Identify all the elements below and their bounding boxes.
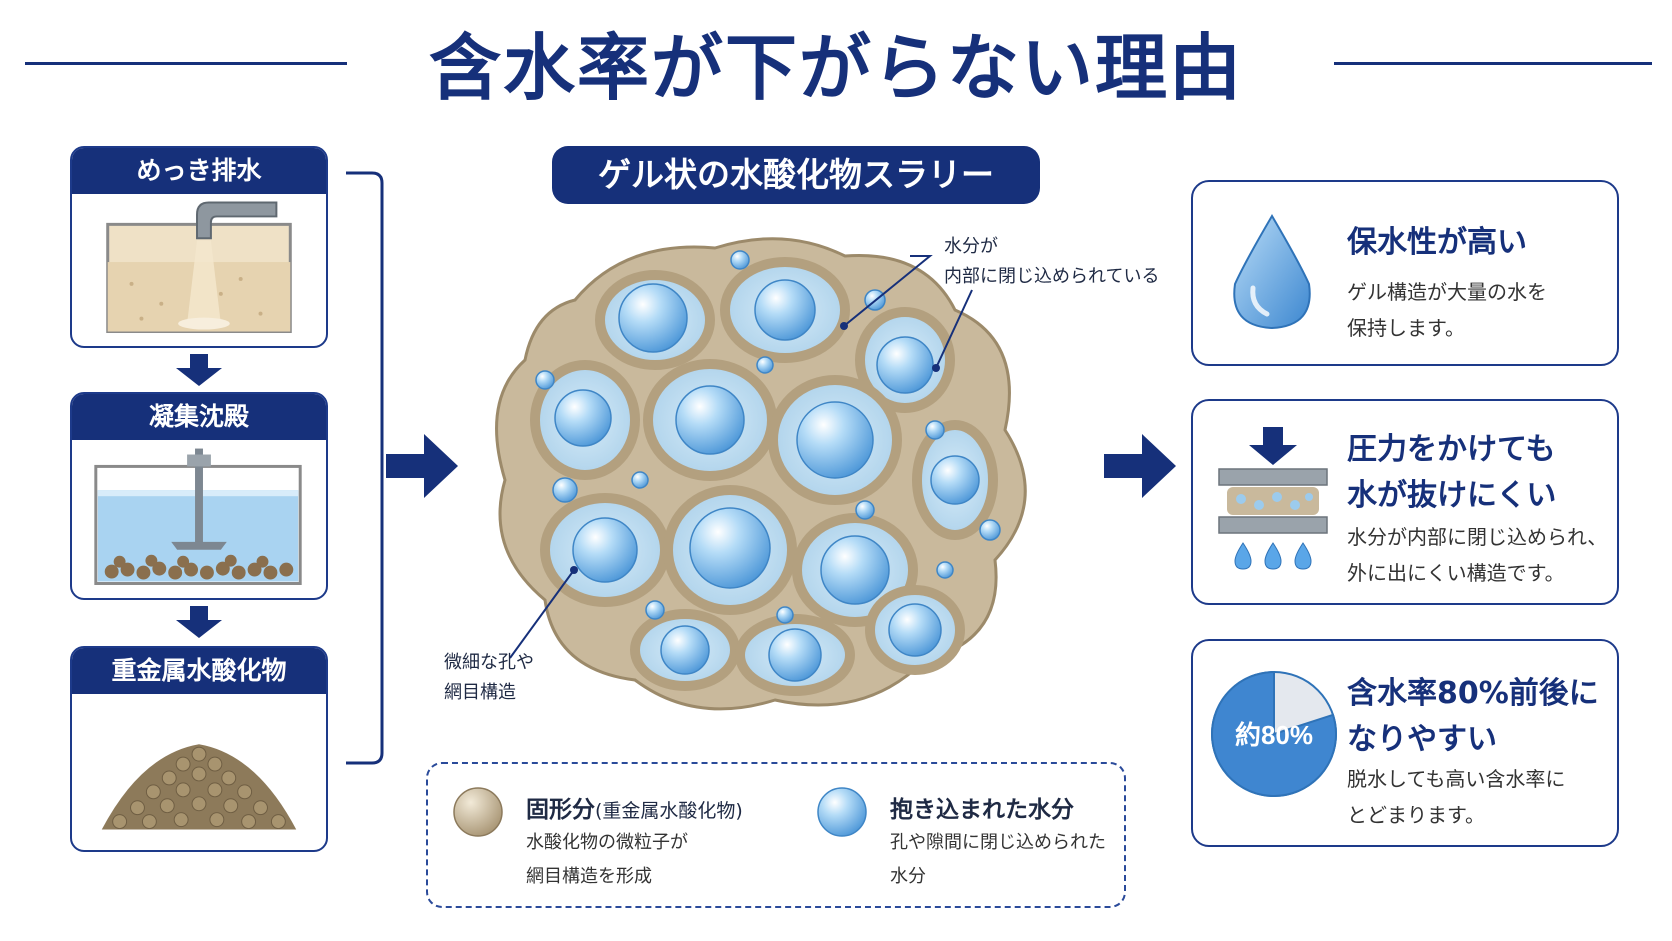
- legend-desc-line: 水酸化物の微粒子が: [526, 832, 688, 853]
- card-desc: 脱水しても高い含水率に とどまります。: [1347, 761, 1565, 833]
- card-title: 圧力をかけても 水が抜けにくい: [1347, 427, 1556, 519]
- card-water-retention: 保水性が高い ゲル構造が大量の水を 保持します。: [1191, 180, 1619, 366]
- gel-slurry-illustration: [495, 237, 1027, 711]
- process-step-label: 重金属水酸化物: [72, 648, 326, 694]
- title-rule-right: [1334, 62, 1652, 65]
- sedimentation-tank-illustration: [94, 448, 302, 585]
- callout-pore-structure: 微細な孔や 網目構造: [444, 648, 534, 708]
- press-icon: [1218, 427, 1328, 570]
- card-moisture-80: 約80% 含水率80%前後に なりやすい 脱水しても高い含水率に とどまります。: [1191, 639, 1619, 847]
- water-bubble-icon: [817, 787, 867, 837]
- callout-line-water: [840, 255, 973, 372]
- card-title-line: 圧力をかけても: [1347, 432, 1556, 467]
- card-title-line: 水が抜けにくい: [1347, 478, 1557, 513]
- legend-water-desc: 孔や隙間に閉じ込められた 水分: [890, 826, 1106, 894]
- process-step-label: 凝集沈殿: [72, 394, 326, 440]
- right-arrow-icon: [1104, 434, 1176, 498]
- legend-desc-line: 水分: [890, 866, 926, 887]
- legend-desc-line: 孔や隙間に閉じ込められた: [890, 832, 1106, 853]
- legend-box: 固形分(重金属水酸化物) 水酸化物の微粒子が 網目構造を形成 抱き込まれた水分 …: [426, 762, 1126, 908]
- card-desc: 水分が内部に閉じ込められ、 外に出にくい構造です。: [1347, 519, 1607, 591]
- card-desc-line: 水分が内部に閉じ込められ、: [1347, 525, 1608, 549]
- card-desc-line: 脱水しても高い含水率に: [1347, 767, 1566, 791]
- legend-solid-desc: 水酸化物の微粒子が 網目構造を形成: [526, 826, 688, 894]
- legend-water-title: 抱き込まれた水分: [890, 797, 1074, 823]
- card-hard-to-dewater: 圧力をかけても 水が抜けにくい 水分が内部に閉じ込められ、 外に出にくい構造です…: [1191, 399, 1619, 605]
- pie-slice-moisture: [1211, 670, 1338, 797]
- down-arrow-icon: [176, 354, 222, 386]
- card-title-line: なりやすい: [1347, 722, 1497, 757]
- solid-particle-icon: [453, 787, 503, 837]
- card-title: 含水率80%前後に なりやすい: [1347, 671, 1599, 763]
- down-arrow-icon: [176, 606, 222, 638]
- callout-water-trapped: 水分が 内部に閉じ込められている: [944, 232, 1159, 292]
- callout-line-2: 内部に閉じ込められている: [944, 266, 1160, 287]
- callout-line-1: 水分が: [944, 236, 998, 257]
- callout-line-pores: [509, 566, 578, 659]
- title-rule-left: [25, 62, 347, 65]
- card-desc: ゲル構造が大量の水を 保持します。: [1347, 274, 1547, 346]
- callout-line-1: 微細な孔や: [444, 652, 534, 673]
- card-desc-line: ゲル構造が大量の水を: [1347, 280, 1547, 304]
- pie-label: 約80%: [1235, 720, 1313, 750]
- pie-icon: 約80%: [1211, 670, 1338, 797]
- card-title-line: 含水率80%前後に: [1347, 676, 1599, 711]
- card-desc-line: とどまります。: [1347, 803, 1485, 827]
- card-desc-line: 外に出にくい構造です。: [1347, 561, 1565, 585]
- card-title: 保水性が高い: [1347, 225, 1527, 260]
- process-step-plating-wastewater: めっき排水: [70, 146, 328, 348]
- right-arrow-icon: [386, 434, 458, 498]
- page-title: 含水率が下がらない理由: [428, 26, 1243, 110]
- legend-solid-subtitle: (重金属水酸化物): [595, 800, 743, 822]
- legend-solid-label: 固形分: [526, 797, 595, 823]
- slurry-title: ゲル状の水酸化物スラリー: [552, 146, 1040, 204]
- legend-solid-title: 固形分(重金属水酸化物): [526, 790, 743, 824]
- legend-desc-line: 網目構造を形成: [526, 866, 652, 887]
- callout-line-2: 網目構造: [444, 682, 516, 703]
- process-step-label: めっき排水: [72, 148, 326, 194]
- card-desc-line: 保持します。: [1347, 316, 1465, 340]
- process-step-coagulation: 凝集沈殿: [70, 392, 328, 600]
- water-drop-icon: [1233, 214, 1311, 330]
- hydroxide-pile-illustration: [101, 744, 297, 830]
- process-step-heavy-metal-hydroxide: 重金属水酸化物: [70, 646, 328, 852]
- wastewater-tank-illustration: [106, 201, 292, 334]
- process-bracket: [346, 171, 384, 765]
